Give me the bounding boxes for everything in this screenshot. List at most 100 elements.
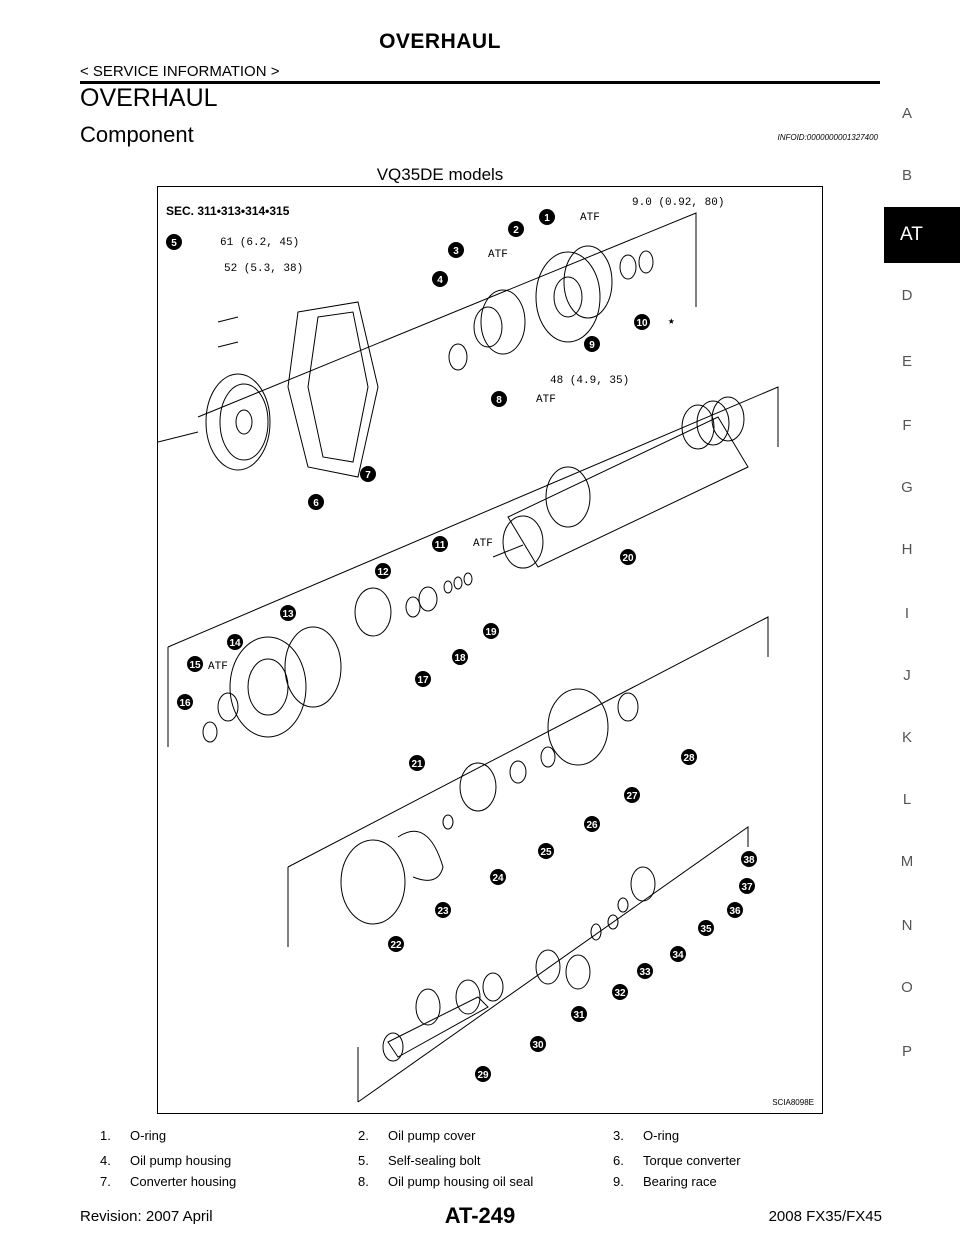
callout-31: 31 <box>571 1006 587 1022</box>
part-item: 2. Oil pump cover <box>358 1128 475 1143</box>
index-active-at[interactable]: AT <box>884 207 960 263</box>
callout-3: 3 <box>448 242 464 258</box>
part-name: O-ring <box>643 1128 680 1143</box>
part-number: 9. <box>613 1174 624 1189</box>
index-letter-n[interactable]: N <box>901 917 913 934</box>
index-letter-d[interactable]: D <box>901 287 913 304</box>
callout-11: 11 <box>432 536 448 552</box>
index-letter-f[interactable]: F <box>902 417 912 434</box>
callout-21: 21 <box>409 755 425 771</box>
part-number: 6. <box>613 1153 624 1168</box>
callout-20: 20 <box>620 549 636 565</box>
part-item: 1. O-ring <box>100 1128 166 1143</box>
callout-2: 2 <box>508 221 524 237</box>
callout-30: 30 <box>530 1036 546 1052</box>
callout-12: 12 <box>375 563 391 579</box>
index-letter-b[interactable]: B <box>901 167 912 184</box>
part-item: 9.Bearing race <box>613 1174 717 1189</box>
svg-text:35: 35 <box>700 924 712 935</box>
svg-text:29: 29 <box>477 1070 489 1081</box>
callout-23: 23 <box>435 902 451 918</box>
callout-25: 25 <box>538 843 554 859</box>
part-item: 6.Torque converter <box>613 1153 741 1168</box>
torque-label-3: 52 (5.3, 38) <box>224 263 303 275</box>
svg-text:25: 25 <box>540 847 552 858</box>
callout-34: 34 <box>670 946 686 962</box>
index-letter-k[interactable]: K <box>901 729 912 746</box>
part-name: Oil pump cover <box>388 1128 476 1143</box>
part-name: Oil pump housing <box>130 1153 232 1168</box>
part-number: 2. <box>358 1128 369 1143</box>
callout-19: 19 <box>483 623 499 639</box>
svg-text:10: 10 <box>636 318 648 329</box>
exploded-view-figure: SEC. 311•313•314•315 9.0 (0.92, 80) 61 (… <box>157 186 823 1114</box>
header-title: OVERHAUL <box>379 30 501 53</box>
index-letter-l[interactable]: L <box>902 791 912 808</box>
svg-text:17: 17 <box>417 675 429 686</box>
svg-text:24: 24 <box>492 873 504 884</box>
part-item: 7.Converter housing <box>100 1174 236 1189</box>
figure-code: SCIA8098E <box>772 1098 814 1107</box>
index-letter-h[interactable]: H <box>901 541 913 558</box>
index-letter-g[interactable]: G <box>901 479 913 496</box>
part-number: 8. <box>358 1174 369 1189</box>
index-letter-p[interactable]: P <box>901 1043 912 1060</box>
svg-text:23: 23 <box>437 906 449 917</box>
svg-text:15: 15 <box>189 660 201 671</box>
callout-37: 37 <box>739 878 755 894</box>
svg-text:36: 36 <box>729 906 741 917</box>
torque-label-4: 48 (4.9, 35) <box>550 375 629 387</box>
component-title: Component <box>80 122 194 147</box>
part-number: 1. <box>100 1128 111 1143</box>
callout-29: 29 <box>475 1066 491 1082</box>
callout-16: 16 <box>177 694 193 710</box>
part-name: Self-sealing bolt <box>388 1153 481 1168</box>
footer-model: 2008 FX35/FX45 <box>768 1208 882 1225</box>
index-letter-a[interactable]: A <box>901 105 912 122</box>
footer-page-number: AT-249 <box>444 1203 516 1228</box>
svg-text:20: 20 <box>622 553 634 564</box>
callout-7: 7 <box>360 466 376 482</box>
index-letter-e[interactable]: E <box>901 353 912 370</box>
part-number: 3. <box>613 1128 624 1143</box>
callout-9: 9 <box>584 336 600 352</box>
svg-text:33: 33 <box>639 967 651 978</box>
svg-text:30: 30 <box>532 1040 544 1051</box>
callout-4: 4 <box>432 271 448 287</box>
callout-33: 33 <box>637 963 653 979</box>
callout-22: 22 <box>388 936 404 952</box>
callout-1: 1 <box>539 209 555 225</box>
callout-35: 35 <box>698 920 714 936</box>
atf-label-4: ATF <box>473 538 493 550</box>
svg-text:34: 34 <box>672 950 684 961</box>
svg-text:31: 31 <box>573 1010 585 1021</box>
index-letter-m[interactable]: M <box>900 853 914 870</box>
atf-label-2: ATF <box>488 249 508 261</box>
svg-text:6: 6 <box>313 498 319 509</box>
header-rule <box>80 81 880 84</box>
index-letter-i[interactable]: I <box>904 605 910 622</box>
callout-24: 24 <box>490 869 506 885</box>
index-letter-j[interactable]: J <box>903 667 911 684</box>
callout-18: 18 <box>452 649 468 665</box>
svg-text:28: 28 <box>683 753 695 764</box>
footer-revision: Revision: 2007 April <box>80 1208 213 1225</box>
part-number: 7. <box>100 1174 111 1189</box>
callout-36: 36 <box>727 902 743 918</box>
svg-text:26: 26 <box>586 820 598 831</box>
part-name: O-ring <box>130 1128 167 1143</box>
torque-label-2: 61 (6.2, 45) <box>220 237 299 249</box>
svg-text:2: 2 <box>513 225 519 236</box>
callout-13: 13 <box>280 605 296 621</box>
part-item: 3. O-ring <box>613 1128 679 1143</box>
svg-text:3: 3 <box>453 246 459 257</box>
svg-text:14: 14 <box>229 638 241 649</box>
header-subtitle: < SERVICE INFORMATION > <box>80 63 280 80</box>
torque-label-1: 9.0 (0.92, 80) <box>632 197 724 209</box>
svg-text:16: 16 <box>179 698 191 709</box>
index-letter-o[interactable]: O <box>901 979 913 996</box>
atf-label-5: ATF <box>208 661 228 673</box>
svg-text:19: 19 <box>485 627 497 638</box>
svg-text:21: 21 <box>411 759 423 770</box>
info-id: INFOID:0000000001327400 <box>777 133 878 142</box>
